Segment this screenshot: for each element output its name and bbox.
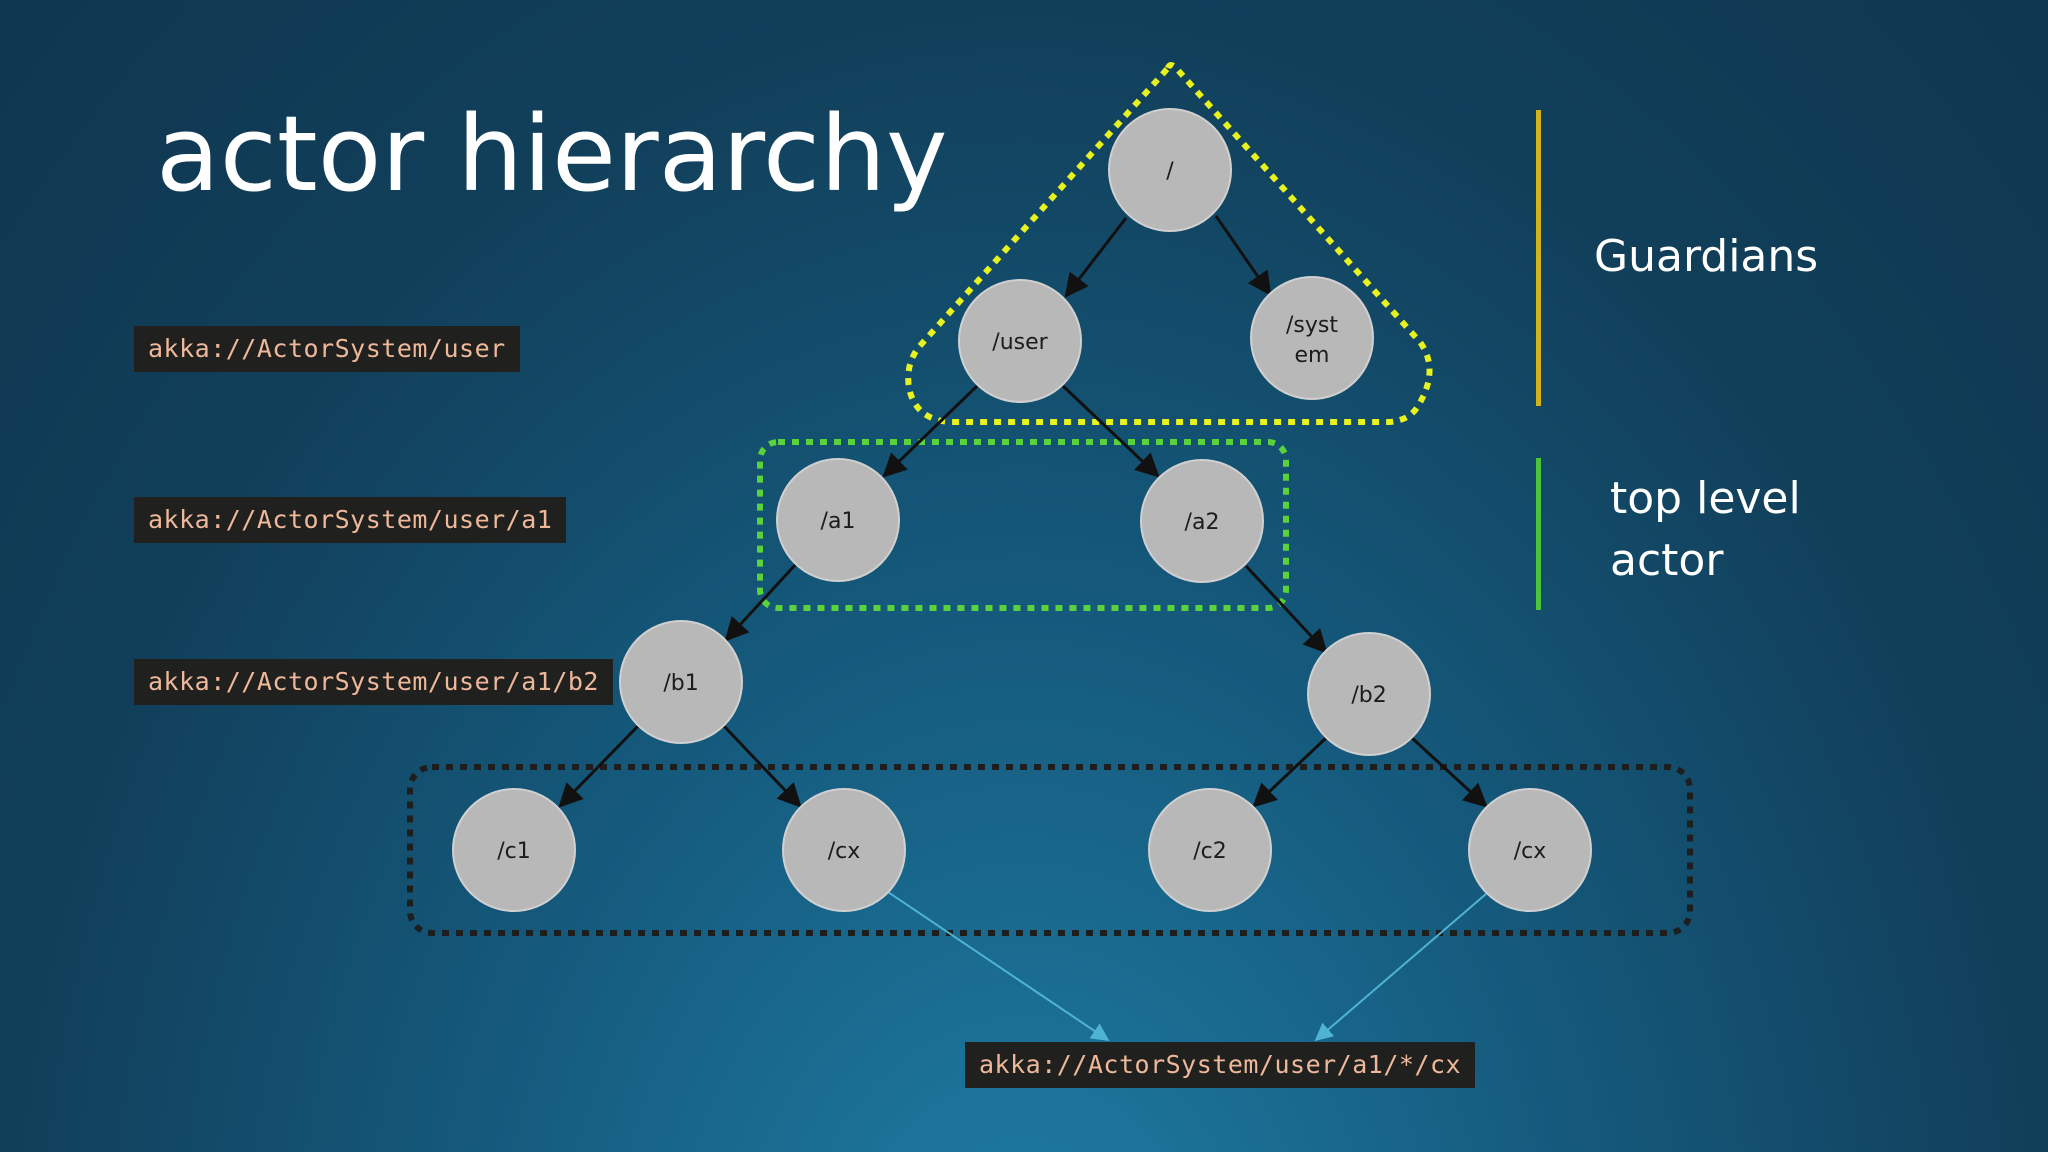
node-system-label-line1: /syst bbox=[1286, 313, 1338, 338]
legend-guardians: Guardians bbox=[1594, 231, 1819, 282]
node-b2: /b2 bbox=[1307, 632, 1431, 756]
guardians-legend-bar bbox=[1536, 110, 1541, 406]
path-label-a1: akka://ActorSystem/user/a1 bbox=[134, 497, 567, 543]
node-cx-left: /cx bbox=[782, 788, 906, 912]
node-a1-label: /a1 bbox=[821, 509, 856, 534]
node-root: / bbox=[1108, 108, 1232, 232]
node-a1: /a1 bbox=[776, 458, 900, 582]
node-b2-label: /b2 bbox=[1351, 683, 1386, 708]
node-cx-left-label: /cx bbox=[828, 839, 861, 864]
edge-b1-to-cx-left bbox=[720, 722, 802, 808]
node-a2: /a2 bbox=[1140, 459, 1264, 583]
node-b1-label: /b1 bbox=[663, 671, 698, 696]
edge-a2-to-b2 bbox=[1244, 564, 1328, 654]
edge-root-to-system bbox=[1214, 215, 1272, 296]
wildcard-arrow-from-cx-left bbox=[887, 891, 1110, 1042]
edge-user-to-a2 bbox=[1061, 384, 1160, 478]
node-a2-label: /a2 bbox=[1185, 510, 1220, 535]
node-system-label-line2: em bbox=[1295, 343, 1330, 368]
top-level-actors-group-outline bbox=[757, 439, 1289, 611]
leaf-actors-group-outline bbox=[407, 764, 1693, 936]
node-user-label: /user bbox=[992, 330, 1048, 355]
node-system: /syst em bbox=[1250, 276, 1374, 400]
top-level-legend-bar bbox=[1536, 458, 1541, 610]
path-label-wildcard: akka://ActorSystem/user/a1/*/cx bbox=[965, 1042, 1476, 1088]
node-root-label: / bbox=[1166, 159, 1174, 184]
edge-user-to-a1 bbox=[882, 384, 979, 478]
node-c1-label: /c1 bbox=[497, 839, 531, 864]
legend-top-level-line2: actor bbox=[1610, 535, 1724, 586]
edge-b2-to-cx-right bbox=[1410, 736, 1488, 808]
path-label-user: akka://ActorSystem/user bbox=[134, 326, 520, 372]
wildcard-arrow-from-cx-right bbox=[1314, 893, 1487, 1042]
node-user: /user bbox=[958, 279, 1082, 403]
node-c2-label: /c2 bbox=[1193, 839, 1227, 864]
node-c1: /c1 bbox=[452, 788, 576, 912]
path-label-b2: akka://ActorSystem/user/a1/b2 bbox=[134, 659, 613, 705]
node-cx-right-label: /cx bbox=[1514, 839, 1547, 864]
node-c2: /c2 bbox=[1148, 788, 1272, 912]
edge-b2-to-c2 bbox=[1252, 736, 1328, 808]
slide-title: actor hierarchy bbox=[156, 93, 948, 215]
edge-root-to-user bbox=[1064, 217, 1128, 298]
node-cx-right: /cx bbox=[1468, 788, 1592, 912]
legend-top-level-line1: top level bbox=[1610, 473, 1801, 524]
edge-b1-to-c1 bbox=[558, 724, 640, 808]
node-b1: /b1 bbox=[619, 620, 743, 744]
edge-a1-to-b1 bbox=[724, 562, 798, 642]
